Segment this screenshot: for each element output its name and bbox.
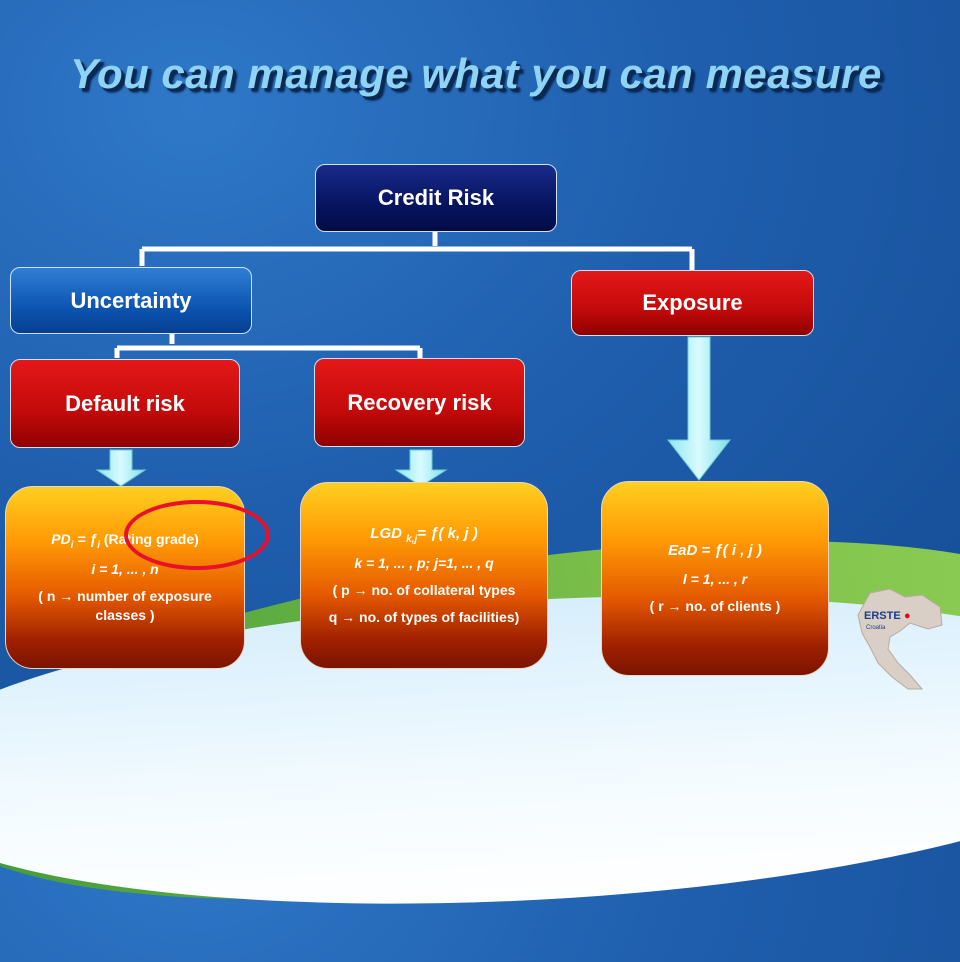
down-arrow-default <box>95 449 147 487</box>
lgd-formula-line3: ( p → no. of collateral types <box>332 582 516 599</box>
erste-croatia-logo: ERSTE ● Croatia <box>857 588 943 690</box>
ead-formula-line3: ( r → no. of clients ) <box>649 597 781 614</box>
uncertainty-node: Uncertainty <box>10 267 252 334</box>
lgd-formula-line4: q → no. of types of facilities) <box>328 609 520 626</box>
exposure-node: Exposure <box>571 270 814 336</box>
ead-formula-box: EaD = ƒ( i , j ) l = 1, ... , r ( r → no… <box>601 481 829 676</box>
credit-risk-label: Credit Risk <box>377 185 495 210</box>
lgd-formula-line1: LGD k,j= ƒ( k, j ) <box>370 524 478 545</box>
uncertainty-label: Uncertainty <box>70 287 192 313</box>
tree-connector-uncertainty <box>114 334 423 358</box>
default-risk-label: Default risk <box>65 390 185 416</box>
credit-risk-node: Credit Risk <box>315 164 557 232</box>
connector-lines <box>95 232 732 487</box>
recovery-risk-label: Recovery risk <box>347 389 492 415</box>
ead-formula-line1: EaD = ƒ( i , j ) <box>668 542 762 560</box>
logo-brand-text: ERSTE <box>864 610 901 622</box>
slide-title: You can manage what you can measure <box>70 50 882 97</box>
pd-formula-box: PDi = ƒi (Rating grade) i = 1, ... , n (… <box>5 486 245 669</box>
logo-sub-text: Croatia <box>866 625 886 631</box>
down-arrow-exposure <box>666 336 732 481</box>
tree-connector-top <box>139 232 695 270</box>
default-risk-node: Default risk <box>10 359 240 448</box>
recovery-risk-node: Recovery risk <box>314 358 525 447</box>
ead-formula-line2: l = 1, ... , r <box>682 570 748 587</box>
pd-formula-line3: ( n → number of exposure classes ) <box>38 588 212 624</box>
highlight-ring <box>124 500 270 570</box>
lgd-formula-box: LGD k,j= ƒ( k, j ) k = 1, ... , p; j=1, … <box>300 482 548 669</box>
logo-accent-icon: ● <box>904 610 911 622</box>
lgd-formula-line2: k = 1, ... , p; j=1, ... , q <box>354 555 494 572</box>
exposure-label: Exposure <box>642 290 743 315</box>
pd-formula-line2: i = 1, ... , n <box>91 561 159 578</box>
down-arrow-recovery <box>394 449 448 487</box>
